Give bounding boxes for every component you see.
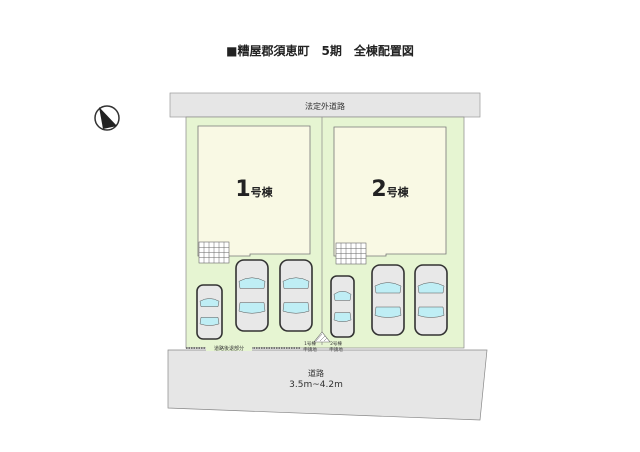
house-2: 2号棟 (333, 126, 447, 257)
house-2-label: 号棟 (387, 185, 410, 199)
bottom-road-name: 道路 (308, 368, 324, 378)
house-1: 1号棟 (197, 125, 311, 257)
bottom-road-width: 3.5m~4.2m (289, 380, 343, 390)
car-1 (196, 284, 223, 340)
house-1-label: 号棟 (251, 185, 274, 199)
svg-text:2号棟: 2号棟 (371, 177, 409, 202)
car-3 (279, 259, 313, 332)
app-1-line2: 申請地 (303, 346, 317, 353)
setback-label: 道路後退部分 (214, 345, 244, 352)
top-road: 法定外道路 (169, 92, 481, 118)
tile-grid-2 (335, 242, 367, 265)
page-title: ■糟屋郡須恵町 5期 全棟配置図 (226, 43, 414, 58)
car-6 (414, 264, 448, 336)
car-4 (330, 275, 355, 338)
car-2 (235, 259, 269, 332)
app-2-line2: 申請地 (329, 346, 343, 353)
north-arrow-icon (94, 105, 120, 131)
house-1-number: 1 (235, 177, 250, 202)
tile-grid-1 (198, 241, 230, 264)
application-marker: 1号棟 申請地 2号棟 申請地 (303, 331, 343, 353)
top-road-label: 法定外道路 (305, 101, 345, 111)
house-2-number: 2 (371, 177, 386, 202)
car-5 (371, 264, 405, 336)
app-1-line1: 1号棟 (304, 340, 316, 347)
bottom-road: 道路後退部分 道路 3.5m~4.2m (167, 344, 488, 421)
app-2-line1: 2号棟 (330, 340, 342, 347)
svg-text:1号棟: 1号棟 (235, 177, 273, 202)
